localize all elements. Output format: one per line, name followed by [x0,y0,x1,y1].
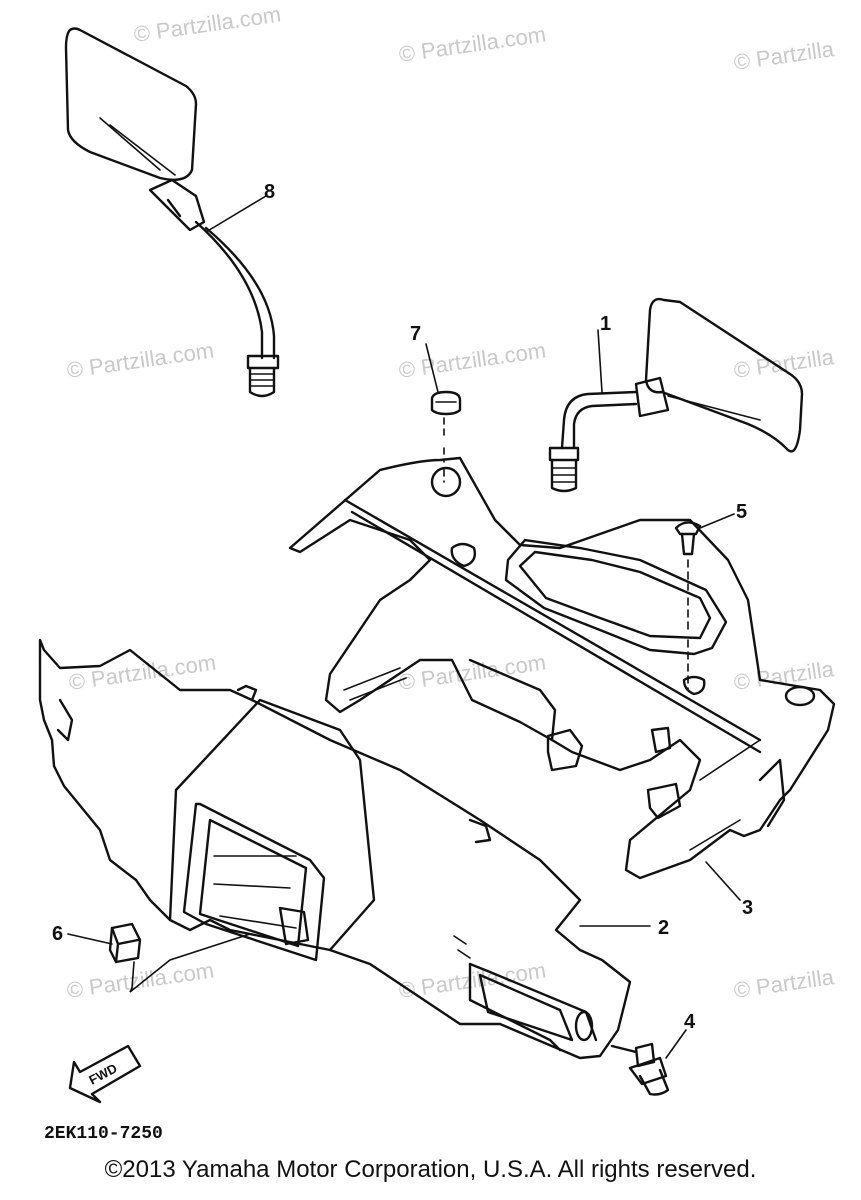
callout-4: 4 [684,1011,696,1033]
clip-nut-part-6 [108,922,251,993]
callout-labels: 1 2 3 4 5 6 7 8 [52,181,753,1033]
bolt-part-4 [610,1042,670,1096]
left-mirror [64,27,280,398]
watermark: © Partzilla.com [65,338,215,383]
right-mirror [548,297,804,493]
screw-part-5 [674,521,702,691]
callout-8: 8 [264,181,275,203]
callout-2: 2 [658,917,669,939]
outer-cover-part-2 [38,638,632,1060]
inner-cover-part-3 [288,456,836,880]
watermark: © Partzilla [732,964,836,1003]
watermark: © Partzilla.com [132,2,282,47]
leader-lines [67,195,741,1059]
watermark: © Partzilla.com [65,958,215,1003]
callout-1: 1 [600,313,611,335]
watermark: © Partzilla [732,36,836,75]
watermark: © Partzilla [732,344,836,383]
callout-6: 6 [52,923,63,945]
watermarks: © Partzilla.com © Partzilla.com © Partzi… [65,2,836,1003]
callout-3: 3 [742,897,753,919]
watermark: © Partzilla.com [397,22,547,67]
watermark: © Partzilla.com [67,650,217,695]
callout-5: 5 [736,501,747,523]
watermark: © Partzilla.com [397,650,547,695]
forward-arrow: FWD [68,1044,142,1104]
copyright-notice: ©2013 Yamaha Motor Corporation, U.S.A. A… [104,1156,757,1183]
diagram-code: 2EK110-7250 [44,1124,163,1144]
callout-7: 7 [410,323,421,345]
